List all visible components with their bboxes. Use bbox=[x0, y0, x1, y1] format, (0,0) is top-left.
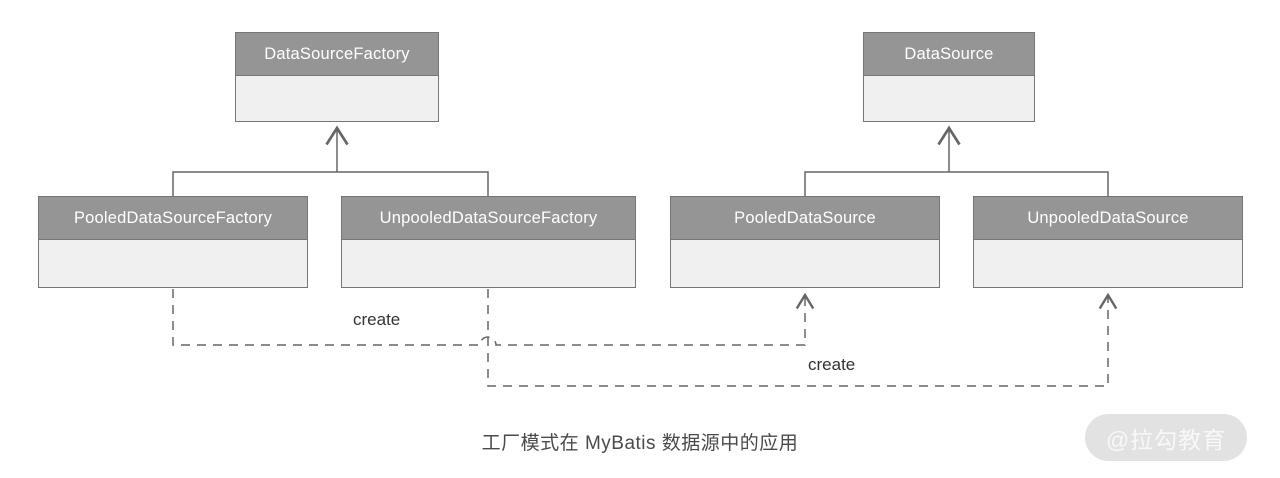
class-body bbox=[671, 240, 939, 287]
class-header: UnpooledDataSource bbox=[974, 197, 1242, 240]
class-box-pooleddatasourcefactory: PooledDataSourceFactory bbox=[38, 196, 308, 288]
create-label-pooled: create bbox=[353, 310, 401, 329]
class-box-unpooleddatasource: UnpooledDataSource bbox=[973, 196, 1243, 288]
datasource-inheritance-tree bbox=[804, 171, 1109, 196]
factory-inheritance-tree bbox=[172, 171, 489, 196]
diagram-caption: 工厂模式在 MyBatis 数据源中的应用 bbox=[481, 433, 799, 454]
create-label-unpooled: create bbox=[808, 355, 856, 374]
class-body bbox=[974, 240, 1242, 287]
class-header: DataSource bbox=[864, 33, 1034, 76]
create-edge-pooled bbox=[172, 289, 815, 346]
watermark-badge: @拉勾教育 bbox=[1085, 414, 1247, 461]
watermark-text: @拉勾教育 bbox=[1105, 426, 1227, 453]
create-edge-unpooled bbox=[487, 289, 1118, 387]
class-header: DataSourceFactory bbox=[236, 33, 438, 76]
class-body bbox=[342, 240, 635, 287]
class-header: PooledDataSource bbox=[671, 197, 939, 240]
class-box-datasource: DataSource bbox=[863, 32, 1035, 122]
class-header: UnpooledDataSourceFactory bbox=[342, 197, 635, 240]
class-box-pooleddatasource: PooledDataSource bbox=[670, 196, 940, 288]
class-header: PooledDataSourceFactory bbox=[39, 197, 307, 240]
class-body bbox=[39, 240, 307, 287]
class-box-unpooleddatasourcefactory: UnpooledDataSourceFactory bbox=[341, 196, 636, 288]
class-box-datasourcefactory: DataSourceFactory bbox=[235, 32, 439, 122]
class-body bbox=[236, 76, 438, 121]
class-body bbox=[864, 76, 1034, 121]
